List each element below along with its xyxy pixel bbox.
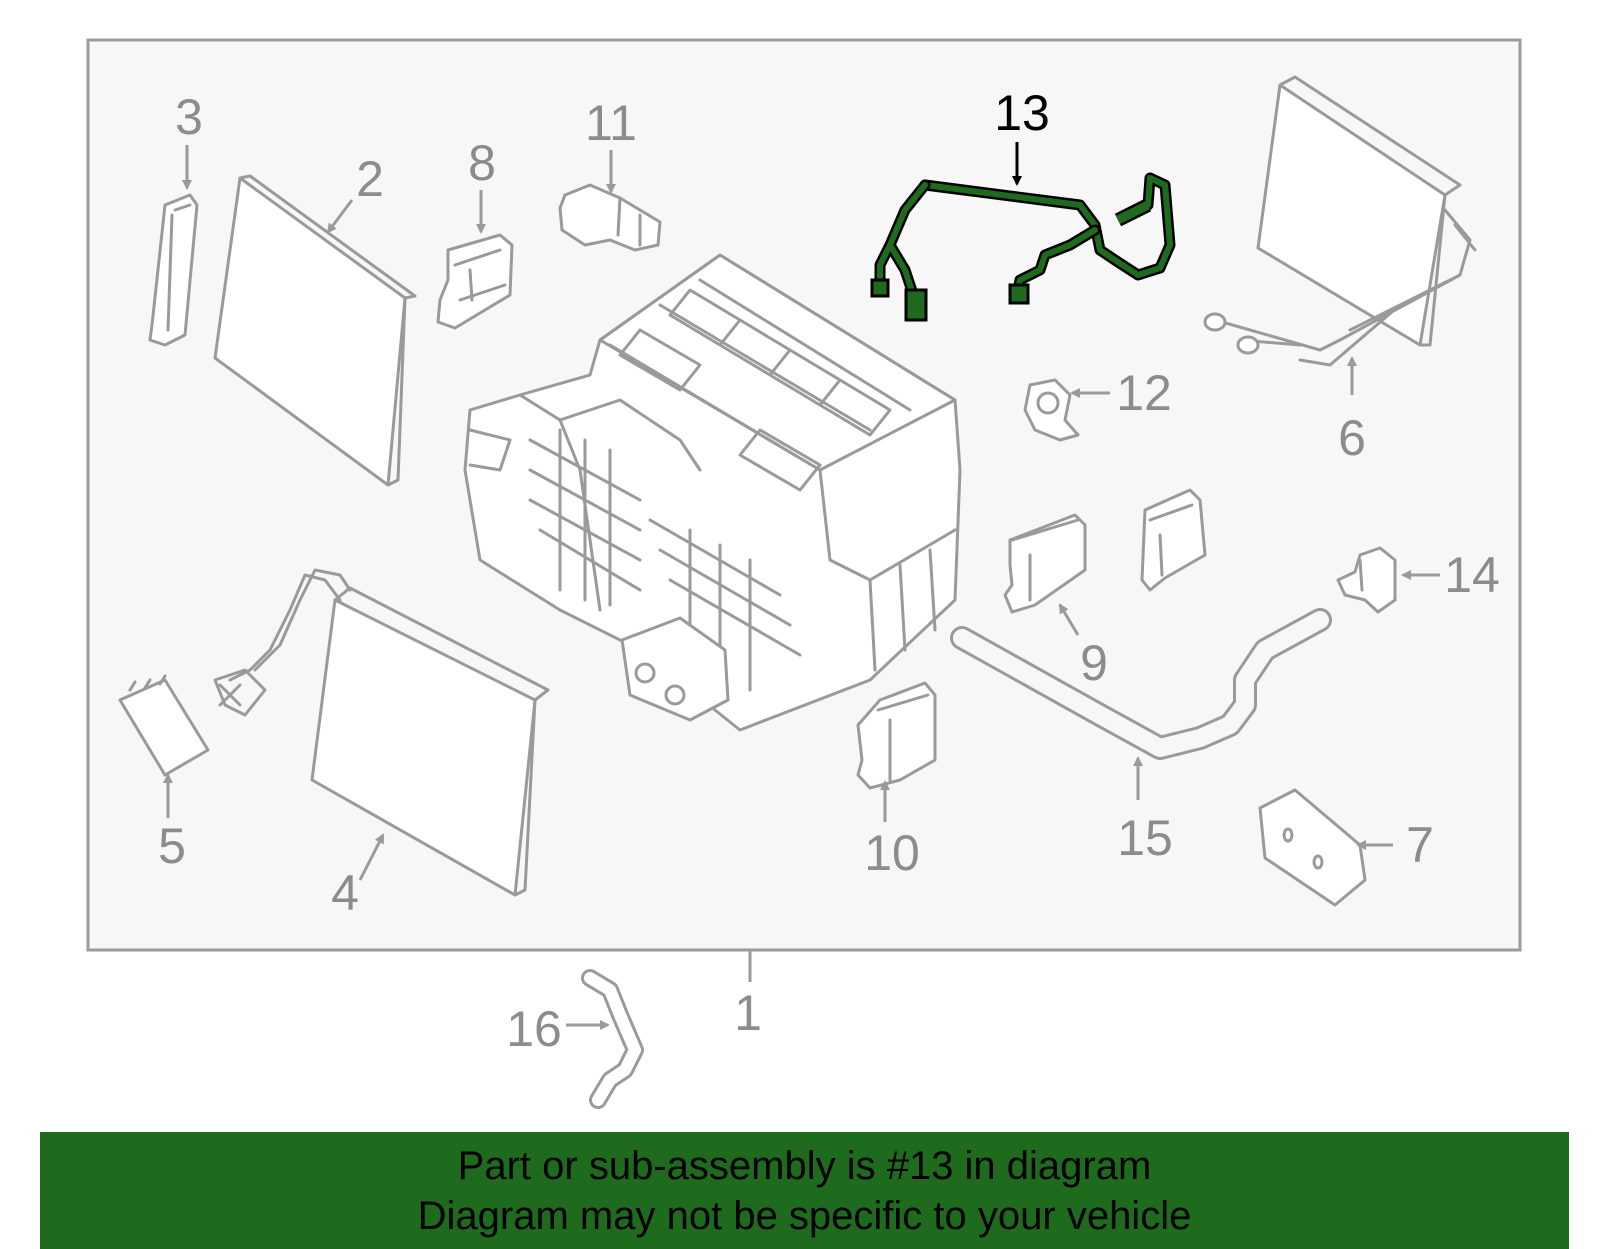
- callout-15: 15: [1117, 810, 1173, 866]
- part-5-module[interactable]: [118, 674, 210, 777]
- callout-7: 7: [1406, 817, 1434, 873]
- leader-lines: [163, 142, 1440, 1030]
- callout-11: 11: [585, 95, 637, 151]
- callout-12: 12: [1116, 365, 1172, 421]
- part-15-hose[interactable]: [950, 608, 1332, 760]
- info-banner: Part or sub-assembly is #13 in diagram D…: [40, 1132, 1569, 1249]
- part-7-plate[interactable]: [1258, 788, 1367, 907]
- info-banner-bg: [40, 1132, 1569, 1249]
- banner-line-2: Diagram may not be specific to your vehi…: [417, 1193, 1192, 1238]
- callout-13: 13: [994, 85, 1050, 141]
- callout-14: 14: [1444, 547, 1500, 603]
- part-14-sensor[interactable]: [1336, 546, 1397, 614]
- callout-1: 1: [734, 985, 762, 1041]
- callout-8: 8: [468, 135, 496, 191]
- part-6-heater-core[interactable]: [1203, 75, 1477, 367]
- part-13-wiring-harness[interactable]: [870, 172, 1176, 322]
- callout-10: 10: [864, 825, 920, 881]
- part-4-evaporator[interactable]: [213, 568, 550, 897]
- callout-5: 5: [158, 818, 186, 874]
- callout-16: 16: [506, 1001, 562, 1057]
- part-2-filter-panel[interactable]: [213, 174, 417, 487]
- part-8-clip[interactable]: [436, 233, 514, 330]
- part-module-unlabeled: [1140, 488, 1207, 592]
- part-1-hvac-case[interactable]: [463, 253, 962, 732]
- callout-6: 6: [1338, 410, 1366, 466]
- part-9-module[interactable]: [1003, 513, 1087, 614]
- callout-9: 9: [1080, 635, 1108, 691]
- callout-4: 4: [331, 865, 359, 921]
- part-16-hose[interactable]: [581, 969, 644, 1109]
- callout-3: 3: [175, 89, 203, 145]
- part-12-actuator[interactable]: [1023, 378, 1080, 442]
- part-11-sensor[interactable]: [558, 183, 662, 252]
- banner-line-1: Part or sub-assembly is #13 in diagram: [457, 1143, 1152, 1188]
- part-3-bracket[interactable]: [148, 193, 199, 347]
- callout-2: 2: [356, 151, 384, 207]
